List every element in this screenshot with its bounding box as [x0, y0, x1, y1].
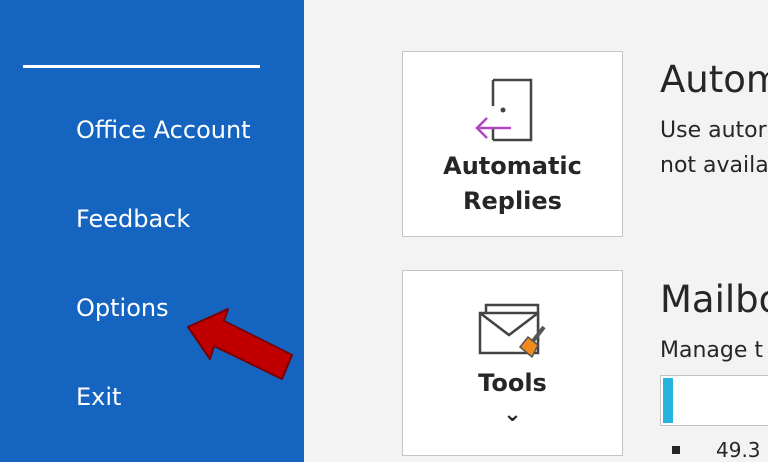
automatic-replies-label-line2: Replies [463, 187, 562, 215]
sidebar-item-exit[interactable]: Exit [76, 383, 122, 411]
automatic-replies-desc-line1: Use autor [660, 118, 767, 143]
chevron-down-icon: ⌄ [503, 402, 522, 427]
sidebar-item-office-account[interactable]: Office Account [76, 116, 251, 144]
annotation-arrow [187, 308, 293, 380]
backstage-sidebar: Office Account Feedback Options Exit [0, 0, 304, 462]
tools-button[interactable]: Tools ⌄ [402, 270, 623, 456]
mailbox-settings-title: Mailbo [660, 278, 768, 321]
door-arrow-icon [475, 78, 533, 142]
automatic-replies-desc-line2: not availa [660, 153, 768, 178]
sidebar-item-feedback[interactable]: Feedback [76, 205, 191, 233]
storage-value: 49.3 [716, 438, 761, 462]
automatic-replies-label-line1: Automatic [443, 152, 582, 180]
mailbox-settings-desc: Manage t [660, 338, 764, 363]
sidebar-divider [23, 65, 260, 68]
sidebar-item-options[interactable]: Options [76, 294, 169, 322]
storage-bullet [672, 446, 680, 454]
automatic-replies-title: Autom [660, 58, 768, 101]
mailbox-storage-bar [660, 375, 768, 426]
tools-label: Tools [478, 369, 547, 397]
main-content: Automatic Replies Autom Use autor not av… [304, 0, 768, 462]
mailbox-storage-fill [663, 378, 673, 423]
automatic-replies-button[interactable]: Automatic Replies [402, 51, 623, 237]
mailbox-tools-icon [478, 303, 546, 359]
